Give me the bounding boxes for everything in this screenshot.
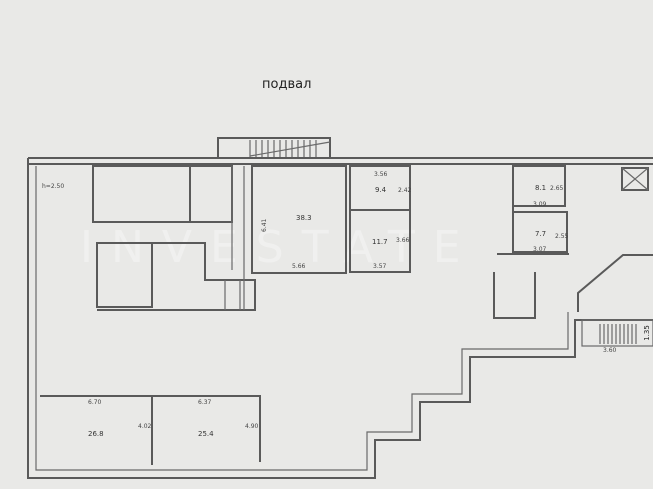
svg-text:4.02: 4.02	[138, 423, 152, 430]
svg-text:6.70: 6.70	[88, 399, 102, 406]
svg-text:3.56: 3.56	[374, 171, 388, 178]
svg-text:6.41: 6.41	[261, 218, 268, 232]
room-5: 11.7 3.66 3.57	[349, 209, 411, 273]
room-6: 8.1 2.65 3.09	[512, 165, 566, 208]
svg-text:38.3: 38.3	[296, 214, 312, 222]
room-3: 38.3 5.66 6.41	[251, 165, 347, 274]
outer-walls	[27, 157, 653, 479]
stair-depth-label: 1.35	[643, 325, 651, 341]
svg-text:3.66: 3.66	[396, 237, 410, 244]
svg-text:5.66: 5.66	[292, 263, 306, 270]
svg-text:3.09: 3.09	[533, 201, 547, 208]
watermark: INVESTATE	[80, 222, 479, 273]
svg-text:26.8: 26.8	[88, 430, 104, 438]
svg-text:8.1: 8.1	[535, 184, 546, 192]
svg-text:2.42: 2.42	[398, 187, 412, 194]
room-1: 6.70 26.8 4.02	[40, 395, 153, 465]
entrance-stair	[217, 137, 331, 159]
left-rooms	[92, 165, 256, 311]
ventilation-shaft	[621, 167, 649, 191]
svg-text:9.4: 9.4	[375, 186, 387, 194]
rear-stair: 3.60 1.35	[577, 254, 653, 354]
u-partition	[493, 272, 536, 319]
svg-text:7.7: 7.7	[535, 230, 546, 238]
plan-title: подвал	[262, 77, 311, 92]
svg-text:25.4: 25.4	[198, 430, 214, 438]
svg-text:11.7: 11.7	[372, 238, 388, 246]
svg-text:3.60: 3.60	[603, 347, 617, 354]
ceiling-height: h=2.50	[42, 183, 64, 190]
svg-text:6.37: 6.37	[198, 399, 212, 406]
room-7: 7.7 2.55 3.07	[497, 206, 569, 255]
svg-text:2.55: 2.55	[555, 233, 569, 240]
svg-text:3.57: 3.57	[373, 263, 387, 270]
room-4: 3.56 9.4 2.42	[349, 165, 412, 211]
svg-text:3.07: 3.07	[533, 246, 547, 253]
svg-text:4.90: 4.90	[245, 423, 259, 430]
svg-text:2.65: 2.65	[550, 185, 564, 192]
room-2: 6.37 25.4 4.90	[152, 395, 261, 462]
